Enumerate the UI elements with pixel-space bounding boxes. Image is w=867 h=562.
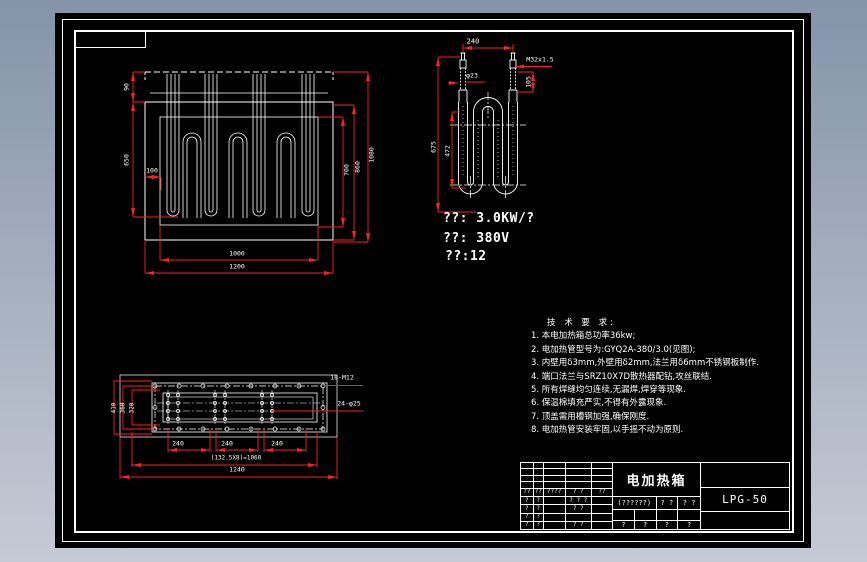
tech-requirement-item: 6. 保温棉填充严实,不得有外露现象.: [531, 398, 667, 409]
dim-outer-width: 1200: [229, 262, 245, 271]
title-block-cell: ?: [613, 521, 635, 529]
perimeter-bolt-holes: [152, 383, 326, 432]
sheet-inner-border: [74, 30, 794, 533]
tech-requirement-item: 4. 端口法兰与SRZ10X7D散热器配钻,攻丝联结.: [531, 371, 712, 382]
technical-requirements: 技 术 要 求: 1. 本电加热箱总功率36kw; 2. 电加热管型号为:GYQ…: [531, 317, 789, 438]
element-mounting-holes: [166, 393, 274, 421]
title-block-center: 电加热箱 (??????) ? ? ? ? ? ? ? ?: [613, 463, 701, 529]
title-block-cell: [544, 521, 566, 529]
dim-element-pitch: 240: [466, 37, 480, 46]
sheet-outer-border: [62, 19, 804, 542]
element-geometry: [450, 52, 526, 199]
title-block-cell: [592, 522, 612, 529]
title-block-cell: ??: [534, 488, 544, 496]
title-block-cell: [544, 497, 566, 505]
title-block-cell: ? ?: [566, 488, 592, 496]
tech-requirements-title: 技 术 要 求:: [547, 318, 616, 328]
title-block-cell: ?: [521, 497, 534, 505]
title-block-cell: [701, 463, 789, 488]
dim-flange-left-mid: 360: [119, 402, 127, 414]
title-block-cell: ? ?: [566, 521, 592, 529]
title-block-cell: ?: [521, 505, 534, 513]
title-block-cell: ?: [521, 513, 534, 521]
title-block-cell: ? ?: [657, 497, 679, 509]
spec-power: ??: 3.0KW/?: [443, 211, 535, 226]
diameter-label: φ23: [466, 71, 478, 80]
element-dimension-lines: [436, 44, 552, 213]
dim-thread-length: 105: [524, 76, 533, 88]
dim-flange-left-outer: 410: [110, 402, 118, 414]
drawing-title: 电加热箱: [613, 463, 700, 497]
title-block-cell: [592, 505, 612, 512]
title-block-cell: ?: [534, 521, 544, 529]
dim-inner-height: 700: [342, 164, 351, 176]
tech-requirement-item: 8. 电加热管安装牢固,以手摇不动为原则.: [531, 425, 684, 436]
hole-callout: 24-φ25: [337, 399, 361, 408]
title-block-revision-grid: ?? ?? ???? ? ? ?? ? ? ? ? ? ? ? ? ?: [521, 463, 613, 529]
title-block-cell: ?: [657, 521, 679, 529]
dim-box-height: 650: [122, 154, 131, 166]
dim-offset: 100: [146, 166, 158, 175]
title-block-cell: ??: [521, 488, 534, 496]
dim-lid-height: 90: [122, 83, 131, 91]
dim-hole-pitch-1: 240: [172, 439, 184, 448]
title-block-cell: [701, 512, 789, 529]
title-block-cell: [566, 513, 592, 521]
flange-view-drawing: [113, 374, 363, 479]
front-view-dimension-lines: [131, 71, 370, 275]
tech-requirement-item: 1. 本电加热箱总功率36kw;: [531, 331, 636, 342]
title-block-cell: ?: [534, 505, 544, 513]
title-block-cell: ????: [544, 488, 566, 496]
title-block-cell: ? ?: [682, 498, 696, 507]
front-view-geometry: [144, 71, 334, 241]
flange-geometry: [119, 374, 338, 438]
dim-hole-pitch-2: 240: [221, 439, 233, 448]
flange-dimension-lines: [113, 380, 363, 479]
bolt-callout: 18-M12: [330, 373, 354, 382]
element-detail-drawing: [436, 44, 552, 213]
title-block-cell: ? ? ?: [566, 497, 592, 505]
dim-inner-width: 1000: [229, 249, 245, 258]
title-block-cell: ?: [521, 521, 534, 529]
sheet-corner-box: [74, 30, 146, 48]
tech-requirement-item: 3. 内壁用δ3mm,外壁用δ2mm,法兰用δ6mm不锈钢板制作.: [531, 358, 759, 369]
title-block-cell: [544, 513, 566, 521]
dim-element-total: 675: [429, 141, 438, 153]
spec-voltage: ??: 380V: [443, 231, 510, 246]
tech-requirement-item: 7. 顶盖需用槽钢加强,确保刚度.: [531, 411, 650, 422]
title-block-right: LPG-50: [701, 463, 789, 529]
title-block-cell: ??: [598, 488, 606, 496]
title-block-cell: ?: [534, 497, 544, 505]
thread-label: M32x1.5: [526, 55, 554, 64]
tech-requirement-item: 2. 电加热管型号为:GYQ2A-380/3.0(见图);: [531, 344, 696, 355]
title-block: ?? ?? ???? ? ? ?? ? ? ? ? ? ? ? ? ?: [520, 462, 790, 530]
spec-quantity: ??:12: [445, 249, 487, 264]
title-block-cell: ?: [687, 521, 692, 529]
dim-mid-height: 860: [353, 161, 362, 173]
dim-total-height: 1080: [367, 147, 376, 163]
title-block-cell: [592, 514, 612, 521]
title-block-cell: ? ?: [566, 505, 592, 513]
title-block-cell: ?: [534, 513, 544, 521]
title-block-cell: [544, 505, 566, 513]
tech-requirement-item: 5. 所有焊缝均匀连续,无漏焊,焊穿等现象.: [531, 385, 686, 396]
dim-pitch-formula: (132.5X8)=1060: [210, 454, 262, 462]
title-block-cell: ?: [635, 521, 657, 529]
dim-flange-overall: 1240: [229, 465, 245, 474]
title-block-cell: [592, 497, 612, 504]
drawing-number: LPG-50: [701, 488, 789, 512]
drawing-subtitle: (??????): [613, 497, 657, 509]
dim-flange-left-inner: 320: [128, 402, 136, 414]
front-view-drawing: [131, 71, 370, 275]
dim-hole-pitch-3: 240: [271, 439, 283, 448]
dim-element-inner: 472: [443, 145, 452, 157]
